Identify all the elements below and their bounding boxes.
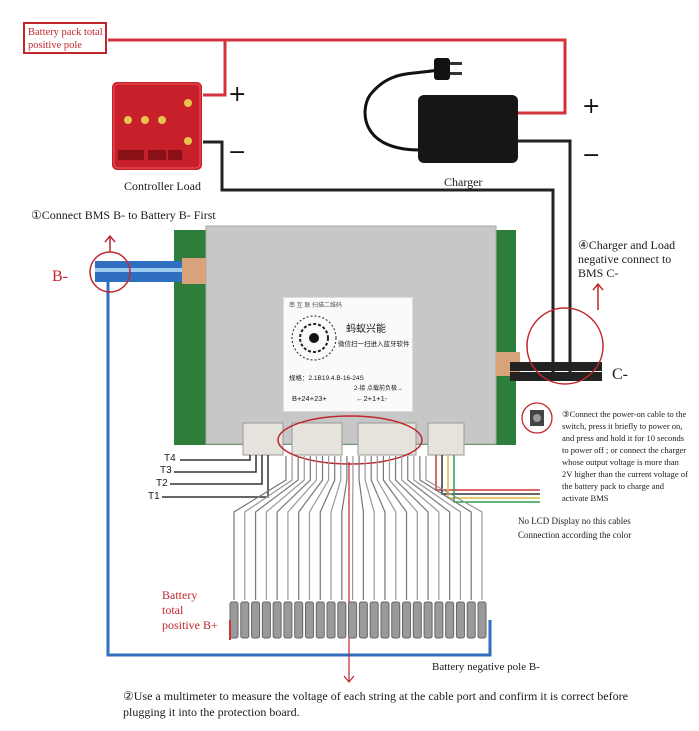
cell-terminal xyxy=(229,601,239,639)
cell-terminal xyxy=(380,601,390,639)
balance-wire xyxy=(413,456,462,600)
balance-wire xyxy=(382,456,408,600)
plug-icon xyxy=(434,58,462,80)
balance-wire xyxy=(319,456,336,600)
label-card-header: 串 互 联 扫描二维码 xyxy=(289,303,343,309)
c-minus-label: C- xyxy=(612,366,628,383)
no-lcd-note: No LCD Display no this cables xyxy=(518,516,631,526)
balance-wire xyxy=(407,456,451,600)
pins-right: ←2+1+1- xyxy=(356,394,388,403)
balance-wire xyxy=(364,456,375,600)
balance-wire xyxy=(341,456,348,600)
balance-wire xyxy=(298,456,324,600)
balance-wire xyxy=(276,456,311,600)
temp-label-t3: T3 xyxy=(160,465,172,476)
controller-box xyxy=(112,82,202,170)
controller-label: Controller Load xyxy=(124,179,201,193)
pins-left: B+24+23+ xyxy=(292,394,327,403)
cell-terminal xyxy=(294,601,304,639)
color-note: Connection according the color xyxy=(518,530,632,540)
cell-terminal xyxy=(251,601,261,639)
cell-terminal xyxy=(466,601,476,639)
step2-label: ②Use a multimeter to measure the voltage… xyxy=(123,689,628,719)
cell-terminal xyxy=(412,601,422,639)
balance-wire xyxy=(233,456,287,600)
controller-plus-sign: + xyxy=(228,82,247,107)
cell-terminal xyxy=(283,601,293,639)
balance-wire xyxy=(388,456,418,600)
balance-wire xyxy=(265,456,305,600)
cell-terminal xyxy=(348,601,358,639)
controller-minus-sign: − xyxy=(228,140,247,165)
balance-wire xyxy=(425,456,483,600)
balance-wires xyxy=(233,456,483,600)
balance-wire xyxy=(330,456,342,600)
cell-terminal xyxy=(337,601,347,639)
cell-terminal xyxy=(240,601,250,639)
balance-wire xyxy=(401,456,440,600)
cell-terminal xyxy=(369,601,379,639)
balance-connectors xyxy=(242,422,465,456)
balance-wire xyxy=(308,456,330,600)
balance-wire xyxy=(376,456,397,600)
power-switch xyxy=(521,402,553,434)
step1-label: ①Connect BMS B- to Battery B- First xyxy=(31,208,216,222)
step4-label: ④Charger and Load negative connect to BM… xyxy=(578,238,676,280)
c-minus-arrow xyxy=(592,282,604,310)
cell-terminal xyxy=(477,601,487,639)
battery-negative-label: Battery negative pole B- xyxy=(432,661,540,673)
balance-wire xyxy=(419,456,472,600)
bms-label-card: 串 互 联 扫描二维码 蚂蚁兴能 微信扫一扫进入蓝牙软件 规格：2.1B19.4… xyxy=(283,297,413,412)
ntc-wires xyxy=(162,455,269,498)
temp-label-t4: T4 xyxy=(164,453,176,464)
pack-positive-label: Battery pack total positive pole xyxy=(23,22,107,54)
cell-terminal xyxy=(423,601,433,639)
cell-terminal xyxy=(315,601,325,639)
balance-wire xyxy=(244,456,293,600)
cell-terminal xyxy=(434,601,444,639)
charger-cord xyxy=(363,68,439,152)
charger-minus-sign: − xyxy=(582,143,601,168)
step2-arrow xyxy=(343,462,355,683)
cell-terminal xyxy=(402,601,412,639)
cell-terminal xyxy=(261,601,271,639)
cell-terminal xyxy=(455,601,465,639)
connector-highlight xyxy=(277,415,423,465)
step3-label: ③Connect the power-on cable to the switc… xyxy=(562,409,688,503)
cell-terminal xyxy=(272,601,282,639)
charger-label: Charger xyxy=(444,175,483,189)
cell-terminal xyxy=(326,601,336,639)
tail-note: 2-接 点载前负极→ xyxy=(354,386,404,392)
battery-positive-label: Battery total positive B+ xyxy=(162,588,218,632)
negative-wire xyxy=(203,139,572,378)
brand-name: 蚂蚁兴能 xyxy=(346,324,386,335)
charger-box xyxy=(418,95,518,163)
balance-wire xyxy=(358,456,364,600)
b-minus-arrow xyxy=(104,234,116,252)
cell-terminal-strip xyxy=(229,601,487,639)
spec-text: 规格：2.1B19.4.B-16-24S xyxy=(289,375,364,382)
cell-terminal xyxy=(445,601,455,639)
cell-terminal xyxy=(304,601,314,639)
positive-wire xyxy=(108,38,567,115)
temp-label-t2: T2 xyxy=(156,478,168,489)
charger-plus-sign: + xyxy=(582,94,601,119)
qr-code-icon xyxy=(291,315,337,361)
b-minus-cable xyxy=(95,258,492,657)
scan-note: 微信扫一扫进入蓝牙软件 xyxy=(338,341,410,348)
cell-terminal xyxy=(391,601,401,639)
balance-wire xyxy=(254,456,299,600)
c-minus-cable xyxy=(496,352,602,381)
balance-wire xyxy=(394,456,429,600)
c-minus-highlight xyxy=(526,307,604,385)
cell-terminal xyxy=(358,601,368,639)
temp-label-t1: T1 xyxy=(148,491,160,502)
balance-wire xyxy=(287,456,318,600)
b-minus-label: B- xyxy=(52,268,68,285)
balance-wire xyxy=(370,456,386,600)
